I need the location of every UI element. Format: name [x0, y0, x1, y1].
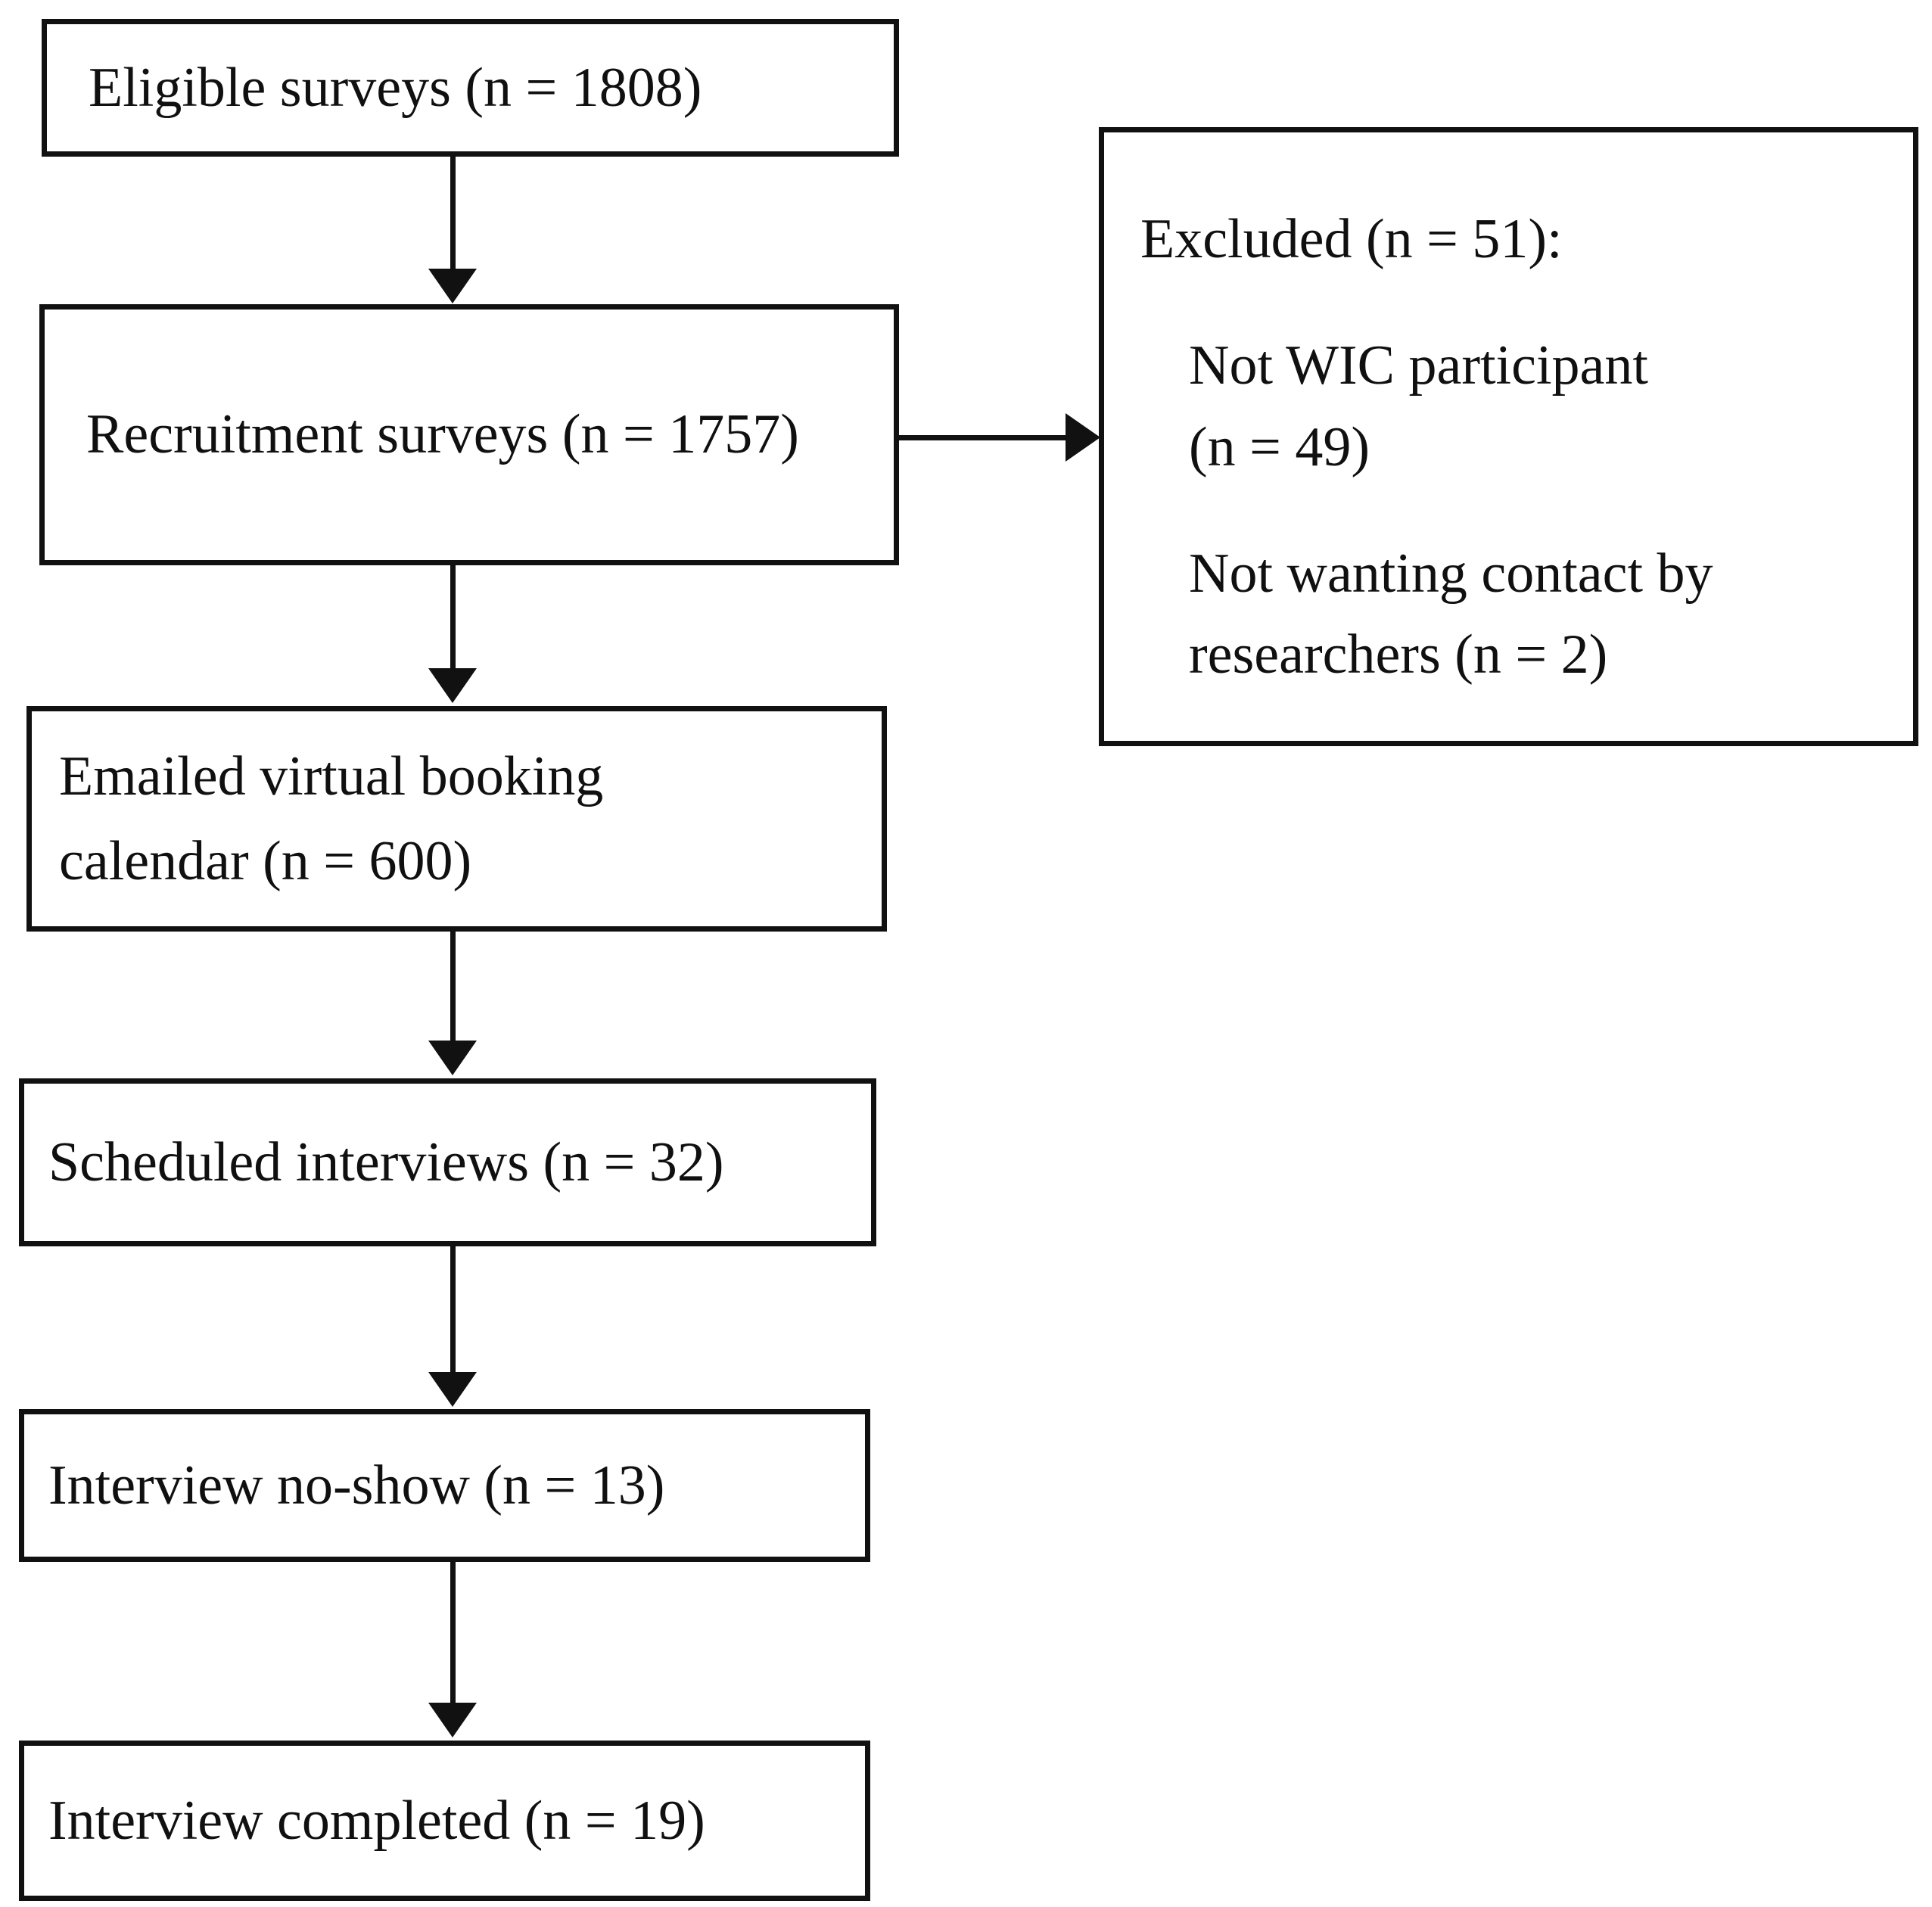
edge-scheduled-to-noshow-line: [450, 1246, 456, 1375]
edge-recruitment-to-calendar-arrowhead-icon: [428, 668, 477, 703]
edge-recruitment-to-excluded-arrowhead-icon: [1066, 413, 1100, 462]
edge-recruitment-to-excluded-line: [899, 435, 1069, 440]
excluded-heading: Excluded (n = 51):: [1104, 199, 1913, 280]
excluded-reason-no-contact-line-2: researchers (n = 2): [1189, 624, 1608, 686]
node-eligible-surveys-line-1: Eligible surveys (n = 1808): [89, 56, 702, 119]
node-eligible-surveys: Eligible surveys (n = 1808): [42, 19, 899, 157]
node-emailed-booking-calendar-line-2: calendar (n = 600): [59, 830, 472, 892]
edge-calendar-to-scheduled-arrowhead-icon: [428, 1041, 477, 1075]
node-scheduled-interviews: Scheduled interviews (n = 32): [19, 1078, 876, 1246]
edge-scheduled-to-noshow-arrowhead-icon: [428, 1372, 477, 1407]
node-recruitment-surveys: Recruitment surveys (n = 1757): [39, 304, 899, 565]
excluded-reason-no-contact-line-1: Not wanting contact by: [1189, 542, 1713, 605]
excluded-reason-no-contact: Not wanting contact by researchers (n = …: [1104, 534, 1913, 696]
edge-eligible-to-recruitment-arrowhead-icon: [428, 269, 477, 303]
node-interview-no-show: Interview no-show (n = 13): [19, 1409, 870, 1562]
node-emailed-booking-calendar: Emailed virtual booking calendar (n = 60…: [26, 706, 887, 932]
edge-eligible-to-recruitment-line: [450, 157, 456, 272]
edge-noshow-to-completed-arrowhead-icon: [428, 1703, 477, 1737]
excluded-reason-not-wic-line-1: Not WIC participant: [1189, 334, 1648, 397]
node-scheduled-interviews-line-1: Scheduled interviews (n = 32): [48, 1131, 724, 1193]
excluded-reason-not-wic-line-2: (n = 49): [1189, 415, 1370, 478]
edge-recruitment-to-calendar-line: [450, 565, 456, 671]
node-emailed-booking-calendar-line-1: Emailed virtual booking: [59, 745, 604, 807]
edge-calendar-to-scheduled-line: [450, 932, 456, 1044]
excluded-heading-text: Excluded (n = 51):: [1140, 208, 1563, 270]
node-interview-no-show-line-1: Interview no-show (n = 13): [48, 1454, 665, 1517]
node-recruitment-surveys-line-1: Recruitment surveys (n = 1757): [86, 403, 799, 466]
excluded-reason-not-wic: Not WIC participant (n = 49): [1104, 325, 1913, 488]
node-interview-completed: Interview completed (n = 19): [19, 1741, 870, 1901]
node-interview-completed-line-1: Interview completed (n = 19): [48, 1789, 705, 1852]
node-excluded: Excluded (n = 51): Not WIC participant (…: [1099, 127, 1918, 746]
edge-noshow-to-completed-line: [450, 1562, 456, 1706]
